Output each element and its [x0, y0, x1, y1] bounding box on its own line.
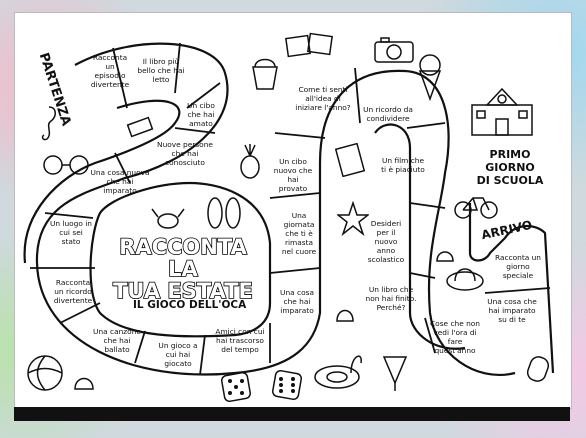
popsicle-icon — [526, 356, 550, 382]
bottom-bar — [14, 407, 570, 421]
flamingo-float-icon — [314, 355, 362, 389]
starfish-icon — [337, 201, 369, 237]
cell-17: Desideri per il nuovo anno scolastico — [367, 219, 405, 264]
cell-19: Cose che non vedi l'ora di fare quest'an… — [430, 319, 480, 355]
cell-10: Amici con cui hai trascorso del tempo — [215, 327, 265, 354]
cell-2: Il libro più bello che hai letto — [137, 57, 185, 84]
cell-16: Un film che ti è piaciuto — [381, 156, 425, 174]
book-icon — [335, 143, 365, 177]
cell-15: Un ricordo da condividere — [363, 105, 413, 123]
board-title: RACCONTA LA TUA ESTATE — [112, 235, 253, 303]
dice-icon — [220, 371, 252, 403]
cell-8: Una canzone che hai ballato — [93, 327, 141, 354]
seahorse-icon — [41, 106, 56, 141]
cell-21: Racconta un giorno speciale — [495, 253, 541, 280]
dice-icon — [271, 369, 303, 401]
seashell-icon — [336, 309, 354, 322]
cell-3: Un cibo che hai amato — [187, 101, 215, 128]
cell-11: Una cosa che hai imparato — [280, 288, 314, 315]
sunscreen-icon — [126, 116, 154, 138]
cell-4: Nuove persone che hai conosciuto — [157, 140, 213, 167]
pineapple-icon — [240, 144, 260, 179]
cell-7: Racconta un ricordo divertente — [53, 278, 93, 305]
ice-cream-icon — [418, 54, 442, 101]
flip-flops-icon — [207, 197, 241, 229]
seashell-icon — [74, 377, 94, 390]
cell-5: Una cosa nuova che hai imparato — [90, 168, 150, 195]
cell-13: Un cibo nuovo che hai provato — [273, 157, 313, 193]
cell-14: Come ti senti all'idea di iniziare l'ann… — [295, 85, 351, 112]
cell-20: Una cosa che hai imparato su di te — [487, 297, 537, 324]
cell-6: Un luogo in cui sei stato — [49, 219, 92, 246]
cell-18: Un libro che non hai finito. Perché? — [365, 285, 417, 312]
beach-ball-icon — [27, 355, 63, 391]
destination-label: PRIMO GIORNO DI SCUOLA — [476, 148, 544, 187]
sunglasses-icon — [43, 155, 89, 175]
sun-hat-icon — [446, 268, 484, 291]
school-icon — [471, 87, 533, 136]
crab-icon — [151, 208, 185, 229]
board-path — [23, 42, 555, 376]
watermelon-popsicle-icon — [382, 356, 408, 391]
board-subtitle: IL GIOCO DELL'OCA — [133, 299, 247, 311]
bicycle-icon — [454, 197, 498, 219]
cell-1: Racconta un episodio divertente — [90, 53, 130, 89]
cell-12: Una giornata che ti è rimasta nel cuore — [281, 211, 317, 256]
camera-icon — [374, 37, 414, 63]
photos-icon — [285, 32, 333, 58]
bucket-icon — [252, 58, 278, 90]
seashell-icon — [436, 251, 454, 262]
cell-9: Un gioco a cui hai giocato — [158, 341, 198, 368]
game-board: Racconta un episodio divertente Il libro… — [14, 12, 572, 409]
